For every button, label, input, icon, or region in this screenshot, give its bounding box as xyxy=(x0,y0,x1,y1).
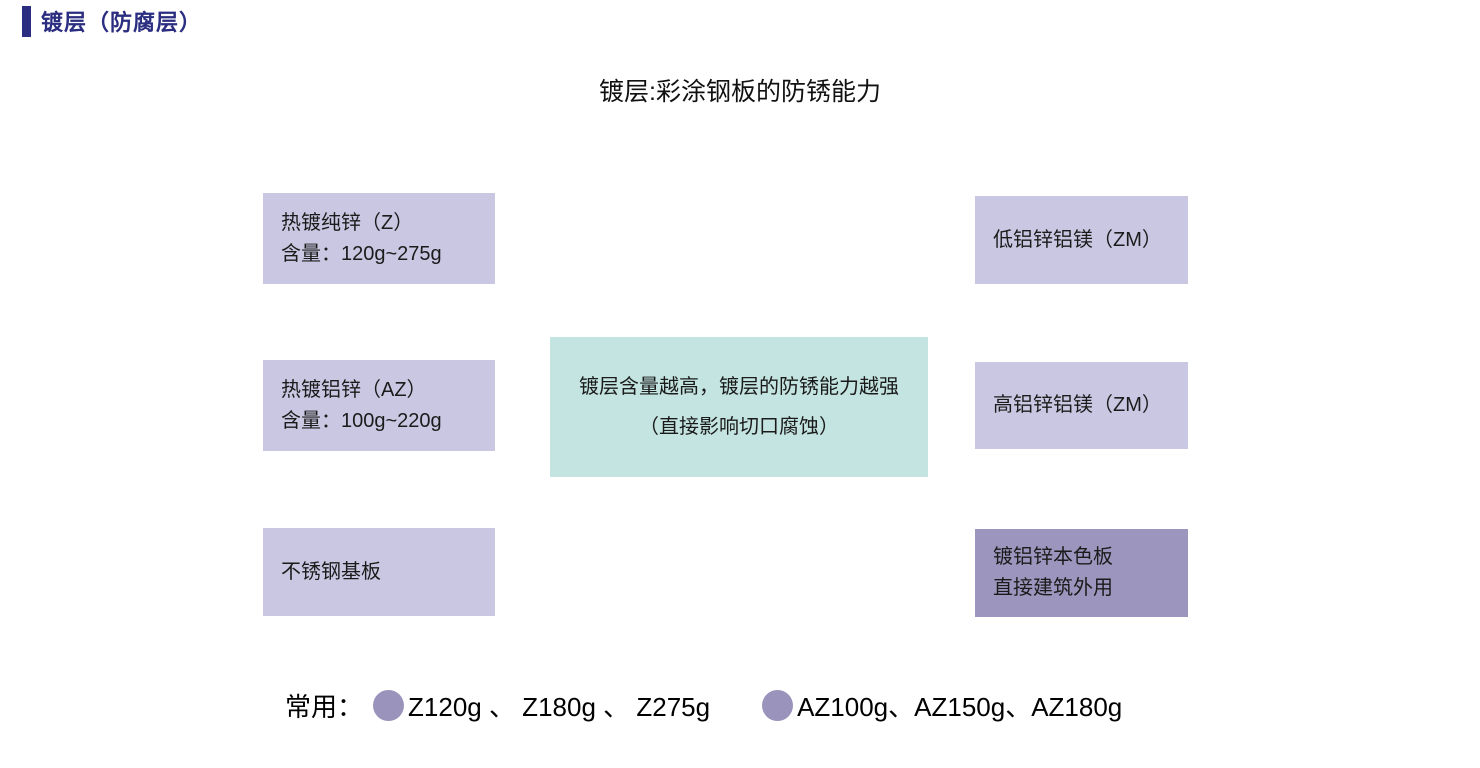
box-center-note: 镀层含量越高，镀层的防锈能力越强 （直接影响切口腐蚀） xyxy=(550,337,928,477)
box-line: 镀铝锌本色板 xyxy=(993,546,1113,568)
diagram-title: 镀层:彩涂钢板的防锈能力 xyxy=(599,78,881,106)
box-line: 含量：120g~275g xyxy=(281,242,442,265)
aluzinc-bullet-icon xyxy=(762,690,794,721)
box-stainless-steel: 不锈钢基板 xyxy=(263,528,495,616)
box-bare-galvalume: 镀铝锌本色板 直接建筑外用 xyxy=(975,529,1188,617)
header-accent-bar xyxy=(22,5,31,37)
box-low-alu-zinc-mg: 低铝锌铝镁（ZM） xyxy=(975,196,1188,284)
box-line: 热镀纯锌（Z） xyxy=(281,211,414,234)
legend-zinc-items: Z120g 、 Z180g 、 Z275g xyxy=(408,692,711,722)
page-header: 镀层（防腐层） xyxy=(22,5,202,37)
box-high-alu-zinc-mg: 高铝锌铝镁（ZM） xyxy=(975,362,1188,449)
box-hot-dip-alu-zinc: 热镀铝锌（AZ） 含量：100g~220g xyxy=(263,360,495,451)
box-line: 镀层含量越高，镀层的防锈能力越强 xyxy=(579,376,899,398)
box-line: 低铝锌铝镁（ZM） xyxy=(993,228,1162,251)
box-line: （直接影响切口腐蚀） xyxy=(639,416,839,438)
legend: 常用： Z120g 、 Z180g 、 Z275g AZ100g、AZ150g、… xyxy=(285,687,1122,724)
zinc-bullet-icon xyxy=(373,690,405,721)
box-line: 热镀铝锌（AZ） xyxy=(281,378,427,401)
page-title: 镀层（防腐层） xyxy=(41,10,203,35)
box-line: 高铝锌铝镁（ZM） xyxy=(993,394,1162,416)
box-line: 直接建筑外用 xyxy=(993,577,1113,599)
legend-label: 常用： xyxy=(285,692,364,722)
box-line: 含量：100g~220g xyxy=(281,409,442,432)
box-hot-dip-pure-zinc: 热镀纯锌（Z） 含量：120g~275g xyxy=(263,193,495,284)
legend-aluzinc-items: AZ100g、AZ150g、AZ180g xyxy=(797,692,1123,722)
box-line: 不锈钢基板 xyxy=(281,560,381,583)
